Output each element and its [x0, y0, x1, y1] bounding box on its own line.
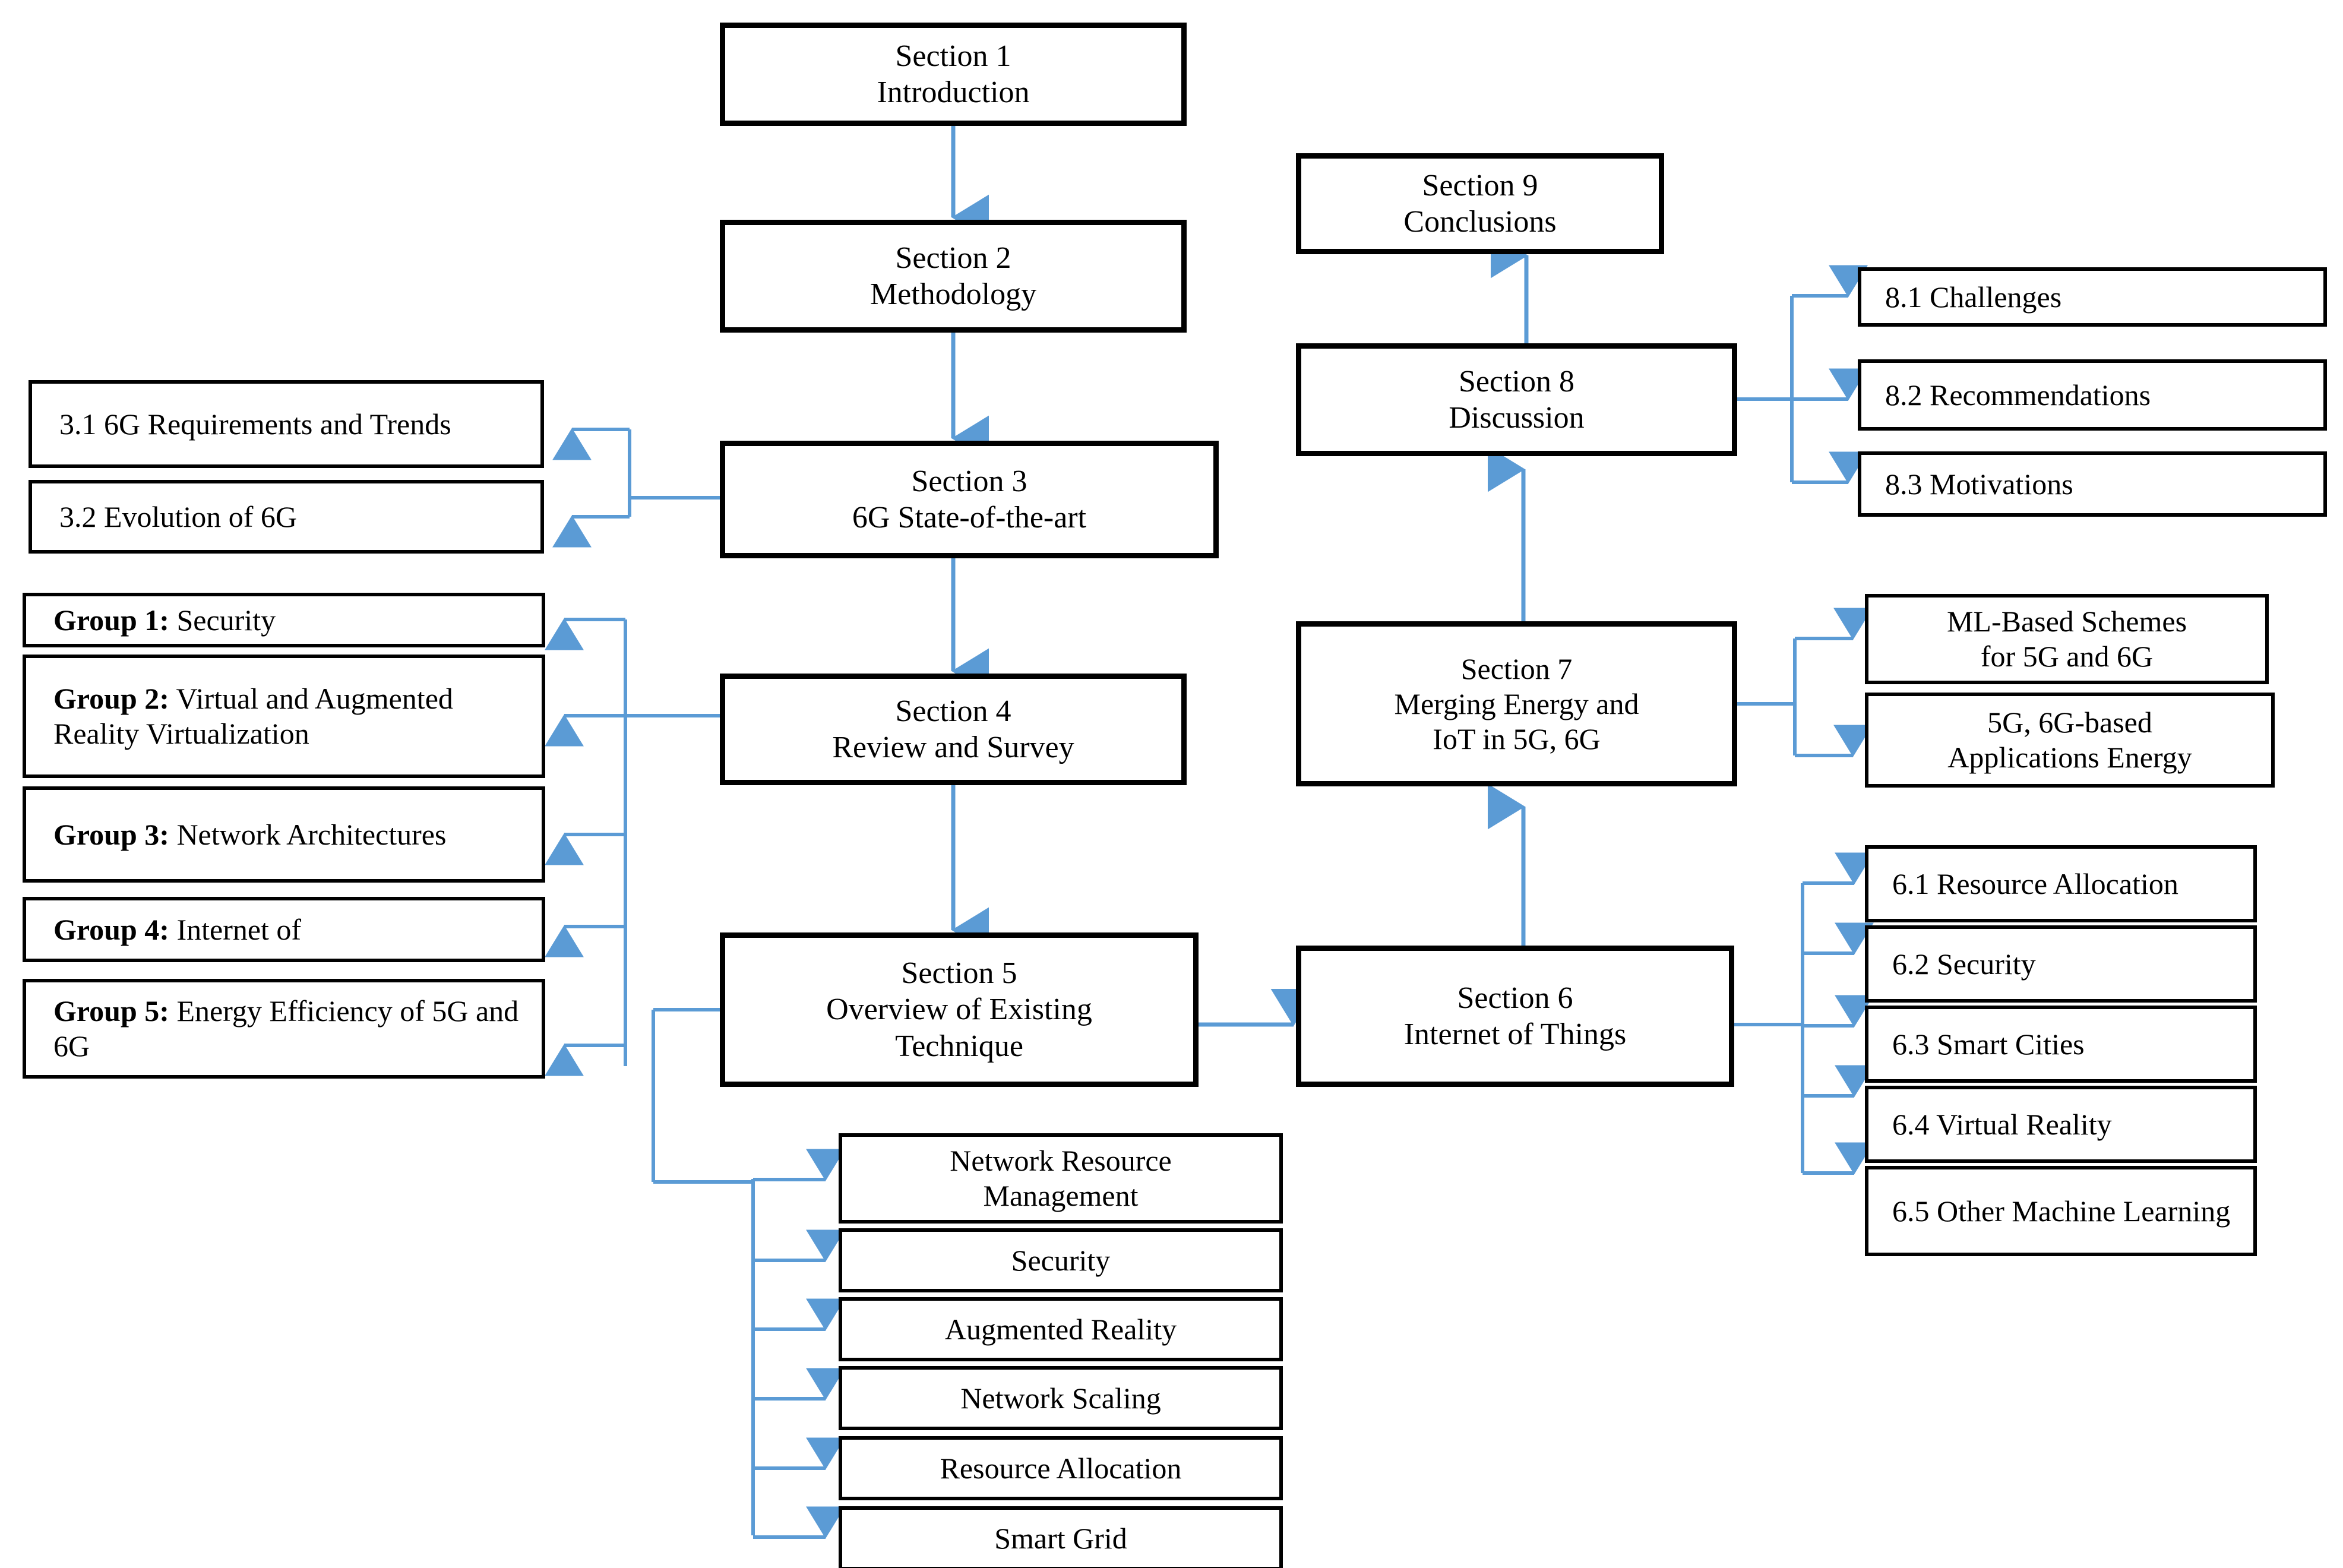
node-group-5-energy-efficiency[interactable]: Group 5: Energy Efficiency of 5G and 6G — [23, 979, 545, 1079]
node-section-4[interactable]: Section 4 Review and Survey — [720, 674, 1187, 785]
node-section-2[interactable]: Section 2 Methodology — [720, 220, 1187, 333]
node-group-2-vr-ar[interactable]: Group 2: Virtual and Augmented Reality V… — [23, 655, 545, 778]
node-group-5-prefix: Group 5: — [53, 994, 169, 1028]
node-group-2-prefix: Group 2: — [53, 682, 169, 715]
node-6-5-other-machine-learning[interactable]: 6.5 Other Machine Learning — [1865, 1166, 2257, 1256]
node-group-3-prefix: Group 3: — [53, 817, 169, 851]
node-group-3-label: Network Architectures — [169, 817, 447, 851]
node-group-4-prefix: Group 4: — [53, 912, 169, 946]
node-section-7-label: Section 7 Merging Energy and IoT in 5G, … — [1394, 652, 1639, 755]
node-8-3-label: 8.3 Motivations — [1885, 467, 2073, 501]
node-group-5-label: Energy Efficiency of 5G and 6G — [53, 994, 519, 1063]
node-section-5-label: Section 5 Overview of Existing Technique — [826, 956, 1092, 1063]
node-resource-allocation-bottom-label: Resource Allocation — [940, 1451, 1182, 1485]
node-6-1-label: 6.1 Resource Allocation — [1892, 867, 2178, 900]
node-section-7[interactable]: Section 7 Merging Energy and IoT in 5G, … — [1296, 621, 1737, 786]
node-ml-based-schemes-label: ML-Based Schemes for 5G and 6G — [1946, 605, 2187, 673]
node-8-1-label: 8.1 Challenges — [1885, 280, 2062, 314]
node-3-1-requirements[interactable]: 3.1 6G Requirements and Trends — [29, 380, 544, 468]
node-section-8-label: Section 8 Discussion — [1449, 364, 1585, 435]
node-ml-based-schemes[interactable]: ML-Based Schemes for 5G and 6G — [1865, 594, 2269, 684]
node-5g-6g-applications-energy-label: 5G, 6G-based Applications Energy — [1947, 706, 2192, 774]
node-8-3-motivations[interactable]: 8.3 Motivations — [1858, 451, 2327, 517]
node-network-resource-management-label: Network Resource Management — [950, 1144, 1172, 1212]
node-6-3-label: 6.3 Smart Cities — [1892, 1027, 2085, 1061]
node-network-resource-management[interactable]: Network Resource Management — [839, 1133, 1283, 1224]
node-group-1-label: Security — [169, 603, 276, 637]
node-6-3-smart-cities[interactable]: 6.3 Smart Cities — [1865, 1006, 2257, 1083]
node-augmented-reality-label: Augmented Reality — [944, 1312, 1177, 1346]
node-3-2-label: 3.2 Evolution of 6G — [59, 500, 297, 533]
node-group-4-label: Internet of — [169, 912, 302, 946]
node-network-scaling-label: Network Scaling — [960, 1381, 1161, 1415]
node-section-4-label: Section 4 Review and Survey — [832, 694, 1074, 764]
node-security-bottom[interactable]: Security — [839, 1228, 1283, 1292]
node-8-1-challenges[interactable]: 8.1 Challenges — [1858, 267, 2327, 327]
node-section-2-label: Section 2 Methodology — [869, 241, 1037, 311]
node-section-1[interactable]: Section 1 Introduction — [720, 23, 1187, 126]
node-section-6-label: Section 6 Internet of Things — [1403, 981, 1627, 1051]
node-8-2-recommendations[interactable]: 8.2 Recommendations — [1858, 359, 2327, 431]
node-section-6[interactable]: Section 6 Internet of Things — [1296, 946, 1734, 1087]
node-3-1-label: 3.1 6G Requirements and Trends — [59, 407, 451, 441]
node-network-scaling[interactable]: Network Scaling — [839, 1366, 1283, 1430]
node-group-3-network-architectures[interactable]: Group 3: Network Architectures — [23, 786, 545, 883]
node-group-1-prefix: Group 1: — [53, 603, 169, 637]
node-section-8[interactable]: Section 8 Discussion — [1296, 343, 1737, 456]
node-3-2-evolution[interactable]: 3.2 Evolution of 6G — [29, 480, 544, 554]
node-6-2-label: 6.2 Security — [1892, 947, 2036, 981]
node-group-2-label: Virtual and Augmented Reality Virtualiza… — [53, 682, 453, 750]
node-section-5[interactable]: Section 5 Overview of Existing Technique — [720, 932, 1199, 1087]
node-augmented-reality[interactable]: Augmented Reality — [839, 1297, 1283, 1361]
node-group-1-security[interactable]: Group 1: Security — [23, 593, 545, 647]
node-security-bottom-label: Security — [1011, 1243, 1111, 1277]
node-resource-allocation-bottom[interactable]: Resource Allocation — [839, 1436, 1283, 1500]
node-smart-grid[interactable]: Smart Grid — [839, 1506, 1283, 1568]
node-section-3-label: Section 3 6G State-of-the-art — [852, 464, 1087, 535]
node-section-9-label: Section 9 Conclusions — [1403, 168, 1557, 239]
node-smart-grid-label: Smart Grid — [994, 1521, 1127, 1555]
node-5g-6g-applications-energy[interactable]: 5G, 6G-based Applications Energy — [1865, 693, 2275, 788]
node-section-3[interactable]: Section 3 6G State-of-the-art — [720, 441, 1219, 558]
node-6-4-label: 6.4 Virtual Reality — [1892, 1107, 2112, 1141]
node-6-2-security[interactable]: 6.2 Security — [1865, 925, 2257, 1003]
node-6-4-virtual-reality[interactable]: 6.4 Virtual Reality — [1865, 1086, 2257, 1163]
node-8-2-label: 8.2 Recommendations — [1885, 378, 2151, 412]
node-6-1-resource-allocation[interactable]: 6.1 Resource Allocation — [1865, 845, 2257, 922]
node-section-9[interactable]: Section 9 Conclusions — [1296, 153, 1664, 254]
node-6-5-label: 6.5 Other Machine Learning — [1892, 1194, 2231, 1228]
node-group-4-internet-of[interactable]: Group 4: Internet of — [23, 897, 545, 962]
node-section-1-label: Section 1 Introduction — [877, 39, 1030, 109]
